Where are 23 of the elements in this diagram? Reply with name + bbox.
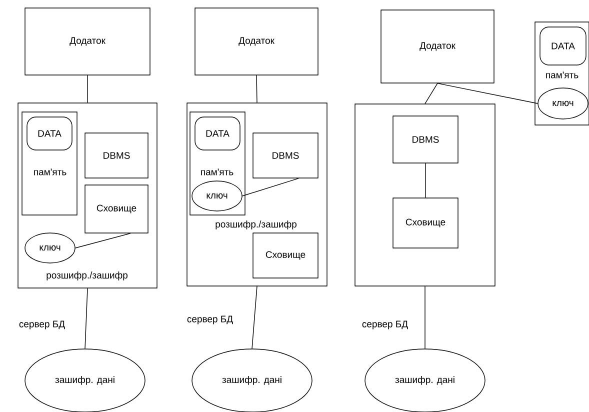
dbms-box: DBMS bbox=[392, 116, 458, 164]
connector-line bbox=[424, 83, 438, 104]
server-caption: сервер БД bbox=[19, 320, 65, 330]
connector-line bbox=[87, 75, 88, 103]
storage-box: Сховище bbox=[392, 198, 458, 248]
storage-box: Сховище bbox=[252, 232, 318, 278]
connector-line bbox=[75, 233, 131, 248]
connector-line bbox=[84, 288, 88, 349]
server-caption: сервер БД bbox=[187, 316, 233, 324]
storage-box: Сховище bbox=[84, 184, 148, 234]
dbms-box: DBMS bbox=[252, 132, 318, 178]
connector-line bbox=[424, 286, 426, 349]
server-box bbox=[354, 104, 496, 286]
connector-line bbox=[252, 286, 258, 349]
connector-line bbox=[242, 178, 300, 196]
application-box: Додаток bbox=[194, 8, 318, 76]
connector-line bbox=[437, 83, 538, 104]
server-caption: сервер БД bbox=[362, 320, 408, 330]
connector-line bbox=[425, 163, 426, 198]
application-box: Додаток bbox=[24, 8, 150, 76]
connector-line bbox=[256, 75, 258, 103]
dbms-box: DBMS bbox=[84, 132, 148, 178]
application-box: Додаток bbox=[380, 10, 494, 84]
